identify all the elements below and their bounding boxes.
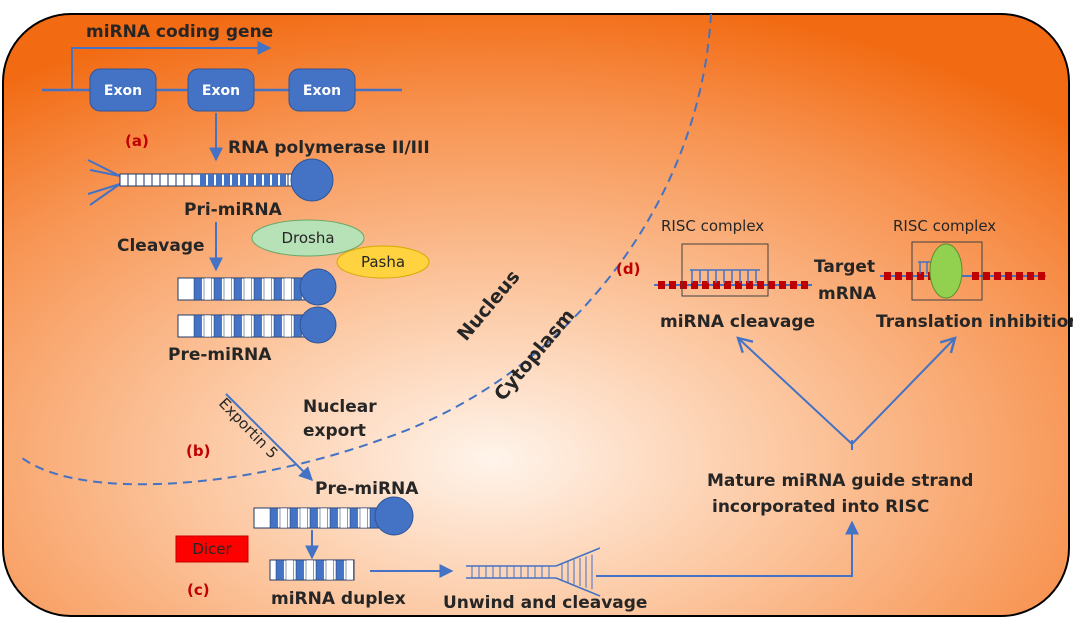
svg-text:Pasha: Pasha — [361, 253, 405, 271]
cleavage-label: Cleavage — [117, 236, 205, 256]
pre-mirna-hairpin-1 — [177, 268, 337, 306]
exon-2: Exon — [187, 68, 255, 112]
svg-text:Exon: Exon — [202, 83, 240, 99]
target-mrna-label-line1: Target — [814, 257, 875, 277]
branch-to-cleavage-arrow — [736, 336, 853, 445]
unwound-strand — [466, 547, 601, 597]
branch-to-inhibition-arrow — [851, 336, 957, 445]
risc-left-label: RISC complex — [661, 217, 764, 235]
polymerase-label: RNA polymerase II/III — [228, 138, 430, 158]
svg-text:Exon: Exon — [303, 83, 341, 99]
gene-title: miRNA coding gene — [86, 22, 273, 42]
risc-right-label: RISC complex — [893, 217, 996, 235]
transcription-start-arrow — [71, 41, 272, 90]
pre-mirna-cytoplasm-label: Pre-miRNA — [315, 479, 419, 499]
nuclear-export-arrow — [225, 393, 313, 481]
target-mrna-label-line2: mRNA — [818, 284, 877, 304]
svg-text:Dicer: Dicer — [192, 540, 232, 558]
step-c-label: (c) — [187, 581, 210, 599]
svg-text:Exon: Exon — [104, 83, 142, 99]
pasha-enzyme: Pasha — [336, 245, 430, 279]
pri-mirna-hairpin — [87, 158, 334, 206]
step-b-label: (b) — [186, 442, 210, 460]
drosha-enzyme: Drosha — [251, 219, 365, 257]
mature-mirna-label-line2: incorporated into RISC — [712, 497, 929, 517]
step-a-label: (a) — [125, 132, 149, 150]
nuclear-export-label-line2: export — [303, 421, 366, 441]
risc-protein — [929, 243, 963, 299]
pre-mirna-hairpin-2 — [177, 306, 337, 344]
background-panel — [2, 13, 1070, 617]
dicer-enzyme: Dicer — [175, 535, 249, 563]
svg-text:Drosha: Drosha — [281, 229, 334, 247]
exon-1: Exon — [89, 68, 157, 112]
pre-mirna-hairpin-cytoplasm — [253, 496, 414, 536]
translation-inhibition-label: Translation inhibition — [876, 312, 1073, 332]
unwind-label: Unwind and cleavage — [443, 593, 647, 613]
risc-left-complex — [654, 243, 812, 297]
pre-mirna-nucleus-label: Pre-miRNA — [168, 345, 272, 365]
risc-right-complex — [880, 241, 1046, 301]
mature-mirna-label-line1: Mature miRNA guide strand — [707, 471, 973, 491]
mirna-duplex — [269, 559, 355, 581]
mirna-duplex-label: miRNA duplex — [271, 589, 406, 609]
exon-3: Exon — [288, 68, 356, 112]
nuclear-export-label-line1: Nuclear — [303, 397, 377, 417]
mirna-cleavage-label: miRNA cleavage — [660, 312, 815, 332]
to-risc-arrow — [596, 520, 859, 577]
step-d-label: (d) — [616, 260, 640, 278]
nuclear-membrane — [21, 13, 712, 486]
pri-mirna-label: Pri-miRNA — [184, 200, 283, 220]
